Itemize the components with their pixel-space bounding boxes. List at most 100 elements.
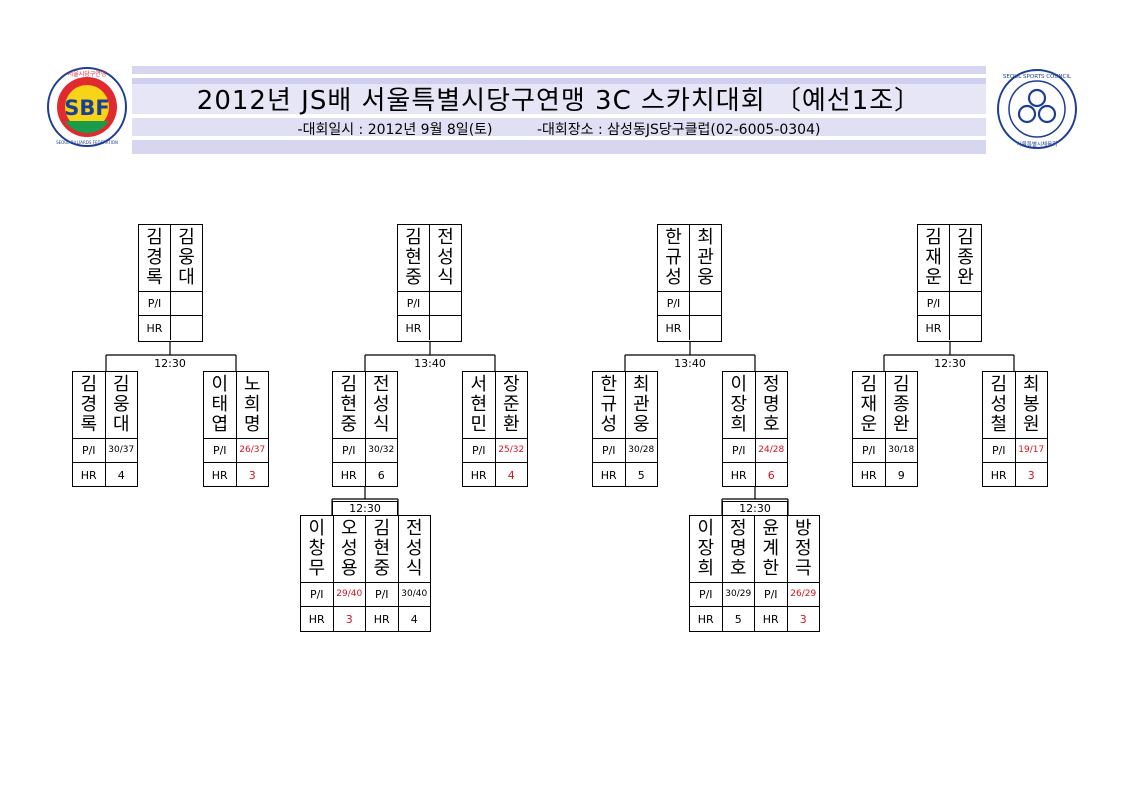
pi-value: 26/37 bbox=[235, 438, 269, 462]
pi-value bbox=[170, 291, 202, 315]
pi-label: P/I bbox=[861, 443, 876, 457]
pi-value bbox=[689, 291, 721, 315]
hr-value: 4 bbox=[494, 463, 528, 487]
pi-label: P/I bbox=[991, 443, 1006, 457]
pi-value: 26/29 bbox=[786, 582, 820, 606]
hr-label: HR bbox=[665, 321, 682, 335]
hr-label: HR bbox=[80, 468, 97, 482]
pi-label: P/I bbox=[666, 296, 681, 310]
pi-label: P/I bbox=[731, 443, 746, 457]
match-time: 13:40 bbox=[414, 357, 446, 370]
hr-value bbox=[689, 316, 721, 340]
hr-label: HR bbox=[762, 612, 779, 626]
pi-label: P/I bbox=[698, 587, 713, 601]
sbf-initials: SBF bbox=[64, 96, 109, 120]
match-time: 12:30 bbox=[332, 501, 398, 516]
hr-label: HR bbox=[146, 321, 163, 335]
pi-label: P/I bbox=[147, 296, 162, 310]
hr-value: 4 bbox=[104, 463, 138, 487]
hr-label: HR bbox=[373, 612, 390, 626]
pi-value: 30/18 bbox=[884, 438, 918, 462]
hr-label: HR bbox=[340, 468, 357, 482]
pi-value: 24/28 bbox=[754, 438, 788, 462]
pi-value: 30/40 bbox=[397, 582, 431, 606]
hr-label: HR bbox=[600, 468, 617, 482]
pi-value: 30/29 bbox=[721, 582, 755, 606]
hr-label: HR bbox=[990, 468, 1007, 482]
match-time: 12:30 bbox=[722, 501, 788, 516]
hr-value: 4 bbox=[397, 607, 431, 631]
pi-label: P/I bbox=[341, 443, 356, 457]
pi-label: P/I bbox=[81, 443, 96, 457]
pi-label: P/I bbox=[212, 443, 227, 457]
hr-label: HR bbox=[211, 468, 228, 482]
hr-value: 6 bbox=[754, 463, 788, 487]
event-info: -대회일시 : 2012년 9월 8일(토) -대회장소 : 삼성동JS당구클럽… bbox=[297, 122, 821, 138]
pi-value bbox=[949, 291, 981, 315]
page-title: 2012년 JS배 서울특별시당구연맹 3C 스카치대회 〔예선1조〕 bbox=[196, 86, 922, 116]
pi-value: 30/37 bbox=[104, 438, 138, 462]
hr-label: HR bbox=[405, 321, 422, 335]
match-time: 12:30 bbox=[154, 357, 186, 370]
hr-value bbox=[170, 316, 202, 340]
pi-value bbox=[429, 291, 461, 315]
seoul-sports-council-logo-icon: SEOUL SPORTS COUNCIL 서울특별시체육회 bbox=[997, 69, 1077, 149]
hr-value: 3 bbox=[332, 607, 366, 631]
hr-value: 3 bbox=[1014, 463, 1048, 487]
pi-label: P/I bbox=[309, 587, 324, 601]
pi-value: 30/32 bbox=[364, 438, 398, 462]
hr-value bbox=[429, 316, 461, 340]
pi-value: 19/17 bbox=[1014, 438, 1048, 462]
pi-label: P/I bbox=[471, 443, 486, 457]
hr-value: 5 bbox=[721, 607, 755, 631]
sbf-ring-bottom: SEOUL BILLIARDS FEDERATION bbox=[56, 140, 118, 145]
match-time: 12:30 bbox=[934, 357, 966, 370]
pi-label: P/I bbox=[601, 443, 616, 457]
hr-label: HR bbox=[697, 612, 714, 626]
hr-value: 6 bbox=[364, 463, 398, 487]
hr-label: HR bbox=[308, 612, 325, 626]
pi-value: 29/40 bbox=[332, 582, 366, 606]
match-time: 13:40 bbox=[674, 357, 706, 370]
hr-label: HR bbox=[730, 468, 747, 482]
hr-label: HR bbox=[470, 468, 487, 482]
hr-value: 3 bbox=[235, 463, 269, 487]
pi-label: P/I bbox=[763, 587, 778, 601]
sbf-logo-icon: SBF 서울시당구연맹 SEOUL BILLIARDS FEDERATION bbox=[47, 67, 127, 147]
